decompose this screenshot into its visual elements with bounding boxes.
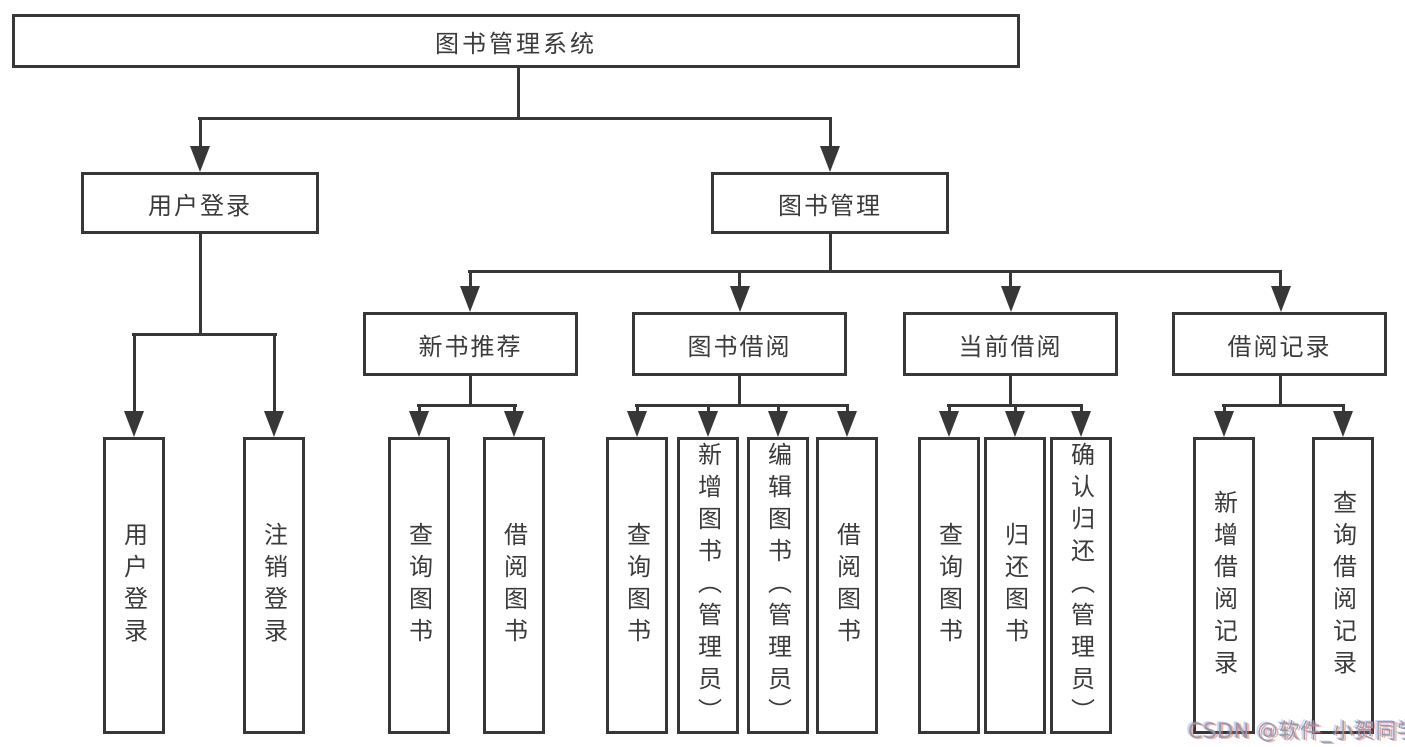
arrowhead-icon <box>504 411 524 437</box>
arrowhead-icon <box>627 411 647 437</box>
arrowhead-icon <box>768 411 788 437</box>
connector-bar <box>417 404 517 407</box>
connector-line <box>1341 404 1345 415</box>
leaf-query-books-recommend: 查询图书 <box>388 437 450 734</box>
node-book-management: 图书管理 <box>711 172 949 234</box>
connector-book-mgmt-stem <box>828 234 832 273</box>
arrowhead-icon <box>729 286 750 312</box>
leaf-query-books-current: 查询图书 <box>918 437 980 734</box>
node-new-book-recommend: 新书推荐 <box>363 312 578 376</box>
node-user-login: 用户登录 <box>81 172 319 234</box>
leaf-confirm-return-admin: 确认归还（管理员） <box>1050 437 1112 734</box>
connector-stem <box>1009 376 1012 407</box>
connector-bar <box>1222 404 1345 407</box>
arrowhead-icon <box>1071 411 1091 437</box>
arrowhead-icon <box>1270 286 1291 312</box>
arrowhead-icon <box>264 411 284 437</box>
connector-line <box>198 117 202 148</box>
leaf-query-books-borrow: 查询图书 <box>606 437 668 734</box>
connector-line <box>1079 404 1083 415</box>
connector-bar <box>635 404 849 407</box>
connector-line <box>738 270 741 288</box>
arrowhead-icon <box>939 411 959 437</box>
connector-line <box>828 117 832 148</box>
connector-line <box>512 404 516 415</box>
connector-line <box>468 270 472 288</box>
arrowhead-icon <box>1333 411 1353 437</box>
node-current-borrow: 当前借阅 <box>903 312 1118 376</box>
leaf-add-borrow-record: 新增借阅记录 <box>1193 437 1255 734</box>
leaf-add-book-admin: 新增图书（管理员） <box>677 437 739 734</box>
connector-line <box>1222 404 1226 415</box>
csdn-watermark: CSDN @软件_小贺同学 <box>1188 719 1405 743</box>
leaf-edit-book-admin: 编辑图书（管理员） <box>747 437 809 734</box>
arrowhead-icon <box>1000 286 1021 312</box>
connector-line <box>1013 404 1017 415</box>
arrowhead-icon <box>409 411 429 437</box>
connector-stem <box>468 376 472 407</box>
connector-line <box>272 333 276 415</box>
connector-user-login-stem <box>198 234 202 336</box>
connector-line <box>1279 270 1282 288</box>
connector-bar <box>132 333 277 336</box>
connector-line <box>1009 270 1012 288</box>
connector-stem <box>738 376 741 407</box>
connector-line <box>776 404 780 415</box>
connector-line <box>947 404 951 415</box>
connector-line <box>635 404 639 415</box>
arrowhead-icon <box>837 411 857 437</box>
arrowhead-icon <box>1005 411 1025 437</box>
connector-level2-bar <box>198 117 832 120</box>
arrowhead-icon <box>124 411 144 437</box>
leaf-borrow-books-recommend: 借阅图书 <box>483 437 545 734</box>
leaf-logout: 注销登录 <box>243 437 305 734</box>
arrowhead-icon <box>190 146 210 172</box>
arrowhead-icon <box>698 411 718 437</box>
leaf-user-login: 用户登录 <box>103 437 165 734</box>
connector-line <box>132 333 136 415</box>
leaf-borrow-books: 借阅图书 <box>816 437 878 734</box>
arrowhead-icon <box>1214 411 1234 437</box>
leaf-query-borrow-record: 查询借阅记录 <box>1312 437 1374 734</box>
connector-line <box>706 404 710 415</box>
leaf-return-books: 归还图书 <box>984 437 1046 734</box>
connector-line <box>417 404 421 415</box>
node-borrow-records: 借阅记录 <box>1172 312 1387 376</box>
arrowhead-icon <box>820 146 840 172</box>
connector-line <box>845 404 849 415</box>
arrowhead-icon <box>460 286 480 312</box>
connector-level3-bar <box>468 270 1282 273</box>
node-root: 图书管理系统 <box>12 14 1020 68</box>
connector-stem <box>1279 376 1282 407</box>
node-book-borrow: 图书借阅 <box>632 312 847 376</box>
connector-root-stem <box>516 68 520 120</box>
